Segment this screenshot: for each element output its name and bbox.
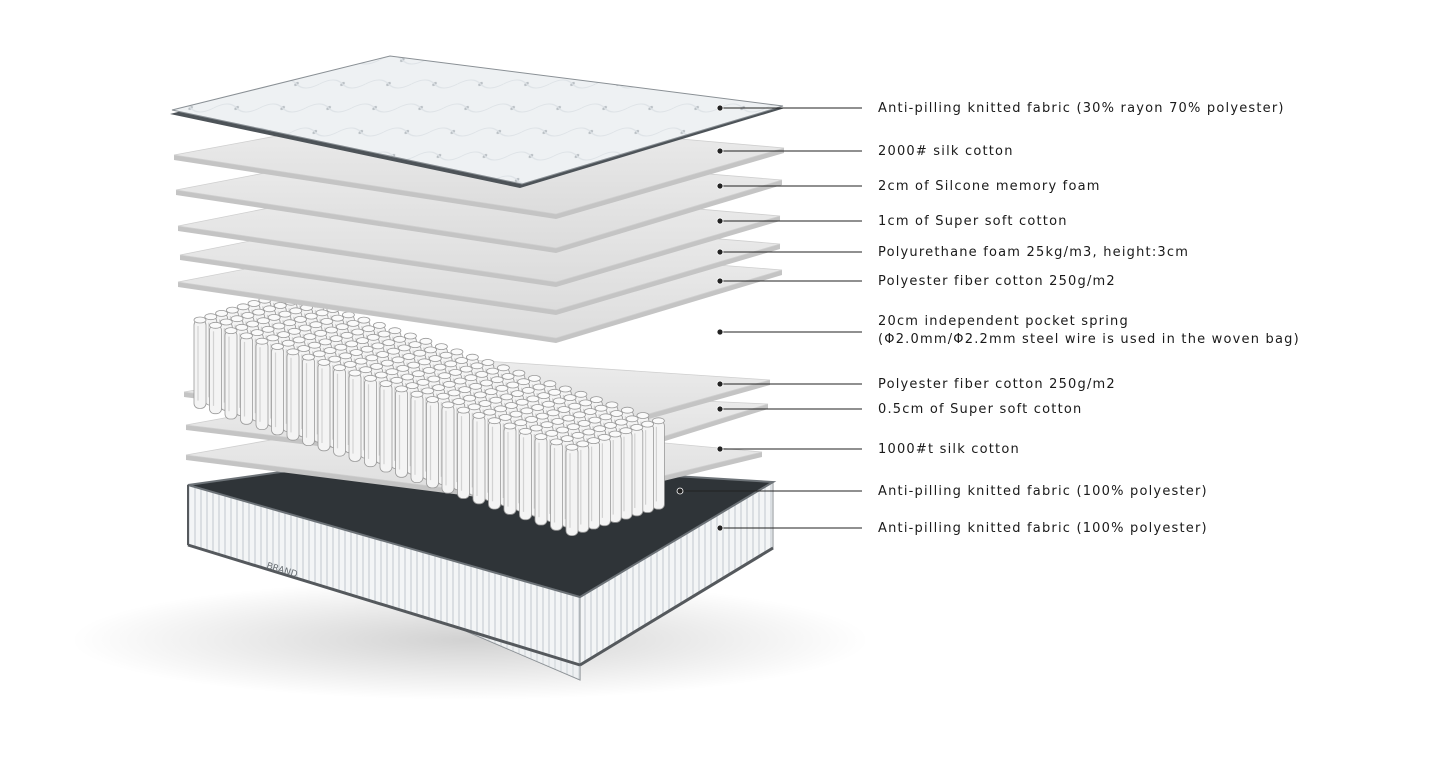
label-pocket-spring: 20cm independent pocket spring (Φ2.0mm/Φ… xyxy=(878,314,1300,347)
label-silk-cotton-1000: 1000#t silk cotton xyxy=(878,442,1020,457)
leader-polyester-fiber-upper xyxy=(716,277,862,285)
spring-coil xyxy=(619,427,633,520)
spring-coil xyxy=(472,411,486,505)
leader-polyurethane-foam xyxy=(716,248,862,256)
spring-coil xyxy=(209,321,222,415)
spring-coil xyxy=(410,390,424,484)
spring-coil xyxy=(395,385,408,478)
spring-coil xyxy=(587,437,600,530)
leader-super-soft-cotton-1cm xyxy=(716,217,862,225)
spring-coil xyxy=(364,374,377,468)
leader-polyester-fiber-lower xyxy=(716,380,862,388)
spring-coil xyxy=(317,358,331,452)
spring-coil xyxy=(503,422,517,515)
top-knitted-fabric-layer xyxy=(170,55,785,188)
spring-coil xyxy=(598,433,611,527)
pocket-spring-block xyxy=(193,290,665,537)
spring-coil xyxy=(550,438,563,531)
spring-coil xyxy=(348,369,362,462)
spring-coil xyxy=(302,353,315,446)
label-super-soft-cotton-1cm: 1cm of Super soft cotton xyxy=(878,214,1068,229)
spring-coil xyxy=(426,396,439,489)
leader-super-soft-cotton-05cm xyxy=(716,405,862,413)
leader-top-knit-fabric xyxy=(716,104,862,112)
spring-coil xyxy=(565,443,579,537)
spring-coil xyxy=(379,380,393,473)
spring-coil xyxy=(652,417,665,510)
spring-coil xyxy=(534,433,548,526)
spring-coil xyxy=(333,364,346,457)
spring-coil xyxy=(519,427,532,521)
label-side-knit-fabric: Anti-pilling knitted fabric (100% polyes… xyxy=(878,521,1208,536)
spring-coil xyxy=(224,327,238,420)
leader-memory-foam xyxy=(716,182,862,190)
mattress-base: BRAND xyxy=(187,456,777,681)
label-polyester-fiber-lower: Polyester fiber cotton 250g/m2 xyxy=(878,377,1116,392)
spring-coil xyxy=(441,401,455,494)
leader-bottom-knit-fabric xyxy=(676,487,862,495)
label-super-soft-cotton-05cm: 0.5cm of Super soft cotton xyxy=(878,402,1083,417)
spring-coil xyxy=(630,423,644,517)
label-polyurethane-foam: Polyurethane foam 25kg/m3, height:3cm xyxy=(878,245,1190,260)
spring-coil xyxy=(193,316,207,409)
label-top-knit-fabric: Anti-pilling knitted fabric (30% rayon 7… xyxy=(878,101,1285,116)
label-bottom-knit-fabric: Anti-pilling knitted fabric (100% polyes… xyxy=(878,484,1208,499)
spring-coil xyxy=(608,430,622,523)
spring-coil xyxy=(457,406,470,499)
label-silk-cotton-2000: 2000# silk cotton xyxy=(878,144,1014,159)
spring-coil xyxy=(488,417,501,510)
spring-coil xyxy=(255,337,269,431)
label-polyester-fiber-upper: Polyester fiber cotton 250g/m2 xyxy=(878,274,1116,289)
leader-pocket-spring xyxy=(716,328,862,336)
label-memory-foam: 2cm of Silcone memory foam xyxy=(878,179,1101,194)
leader-side-knit-fabric xyxy=(716,524,862,532)
spring-coil xyxy=(641,420,654,513)
leader-silk-cotton-2000 xyxy=(716,147,862,155)
spring-coil xyxy=(576,440,590,533)
leader-silk-cotton-1000 xyxy=(716,445,862,453)
spring-coil xyxy=(271,343,284,436)
spring-coil xyxy=(286,348,300,441)
spring-coil xyxy=(240,332,253,425)
leader-lines xyxy=(676,104,862,532)
